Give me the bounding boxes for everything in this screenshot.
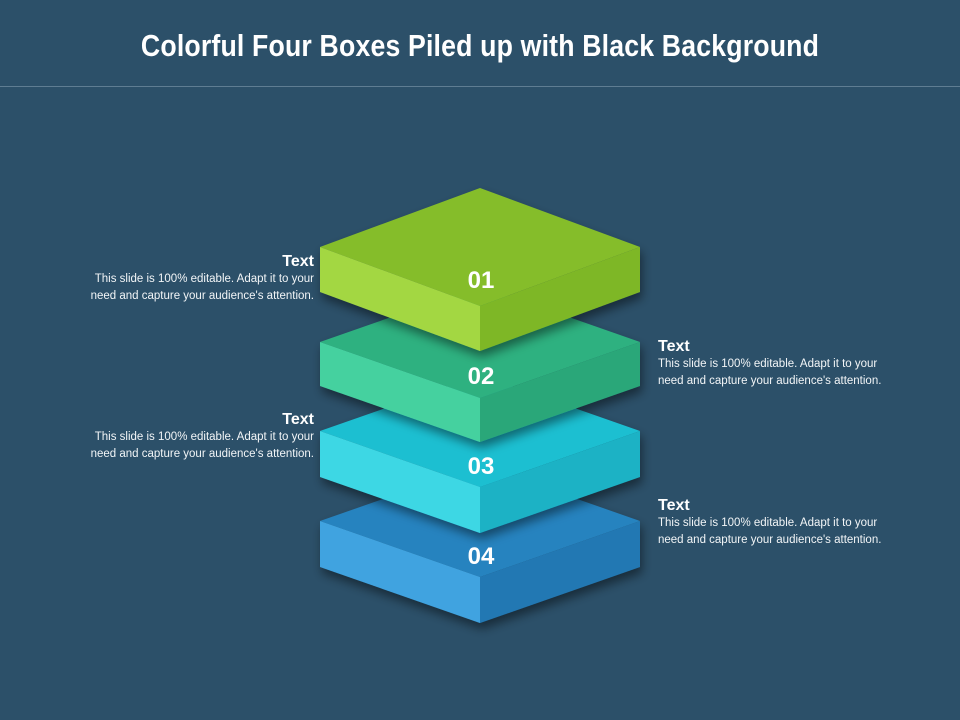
callout-02: Text This slide is 100% editable. Adapt … — [658, 338, 958, 389]
callout-02-title: Text — [658, 338, 690, 355]
callout-01-body-line1: This slide is 100% editable. Adapt it to… — [94, 273, 314, 285]
callout-02-body-line1: This slide is 100% editable. Adapt it to… — [658, 358, 878, 370]
title-divider — [0, 86, 960, 87]
callout-02-body-line2: need and capture your audience's attenti… — [658, 374, 882, 387]
layer-03-left-face — [320, 431, 480, 533]
callout-01-title: Text — [282, 253, 314, 270]
layer-01: 01 — [320, 188, 640, 351]
layer-03-right-face — [480, 431, 640, 533]
layer-01-left-face — [320, 247, 480, 351]
callout-03-title: Text — [282, 411, 314, 428]
layer-02-right-face — [480, 342, 640, 442]
layer-04-number: 04 — [468, 543, 495, 570]
callout-04-body-line2: need and capture your audience's attenti… — [658, 533, 882, 546]
layer-04-right-face — [480, 521, 640, 623]
layer-02-number: 02 — [468, 363, 495, 390]
layer-01-right-face — [480, 247, 640, 351]
layer-03-number: 03 — [468, 453, 495, 480]
callout-04: Text This slide is 100% editable. Adapt … — [658, 497, 958, 548]
callout-01-body-line2: need and capture your audience's attenti… — [90, 289, 314, 302]
callout-04-body-line1: This slide is 100% editable. Adapt it to… — [658, 517, 878, 529]
layer-02-left-face — [320, 342, 480, 442]
callout-03-body-line1: This slide is 100% editable. Adapt it to… — [94, 431, 314, 443]
callout-04-title: Text — [658, 497, 690, 514]
layer-04-left-face — [320, 521, 480, 623]
layer-01-number: 01 — [468, 267, 495, 294]
slide-title: Colorful Four Boxes Piled up with Black … — [140, 28, 820, 63]
callout-01: Text This slide is 100% editable. Adapt … — [14, 253, 314, 304]
callout-03-body-line2: need and capture your audience's attenti… — [90, 447, 314, 460]
callout-03: Text This slide is 100% editable. Adapt … — [14, 411, 314, 462]
